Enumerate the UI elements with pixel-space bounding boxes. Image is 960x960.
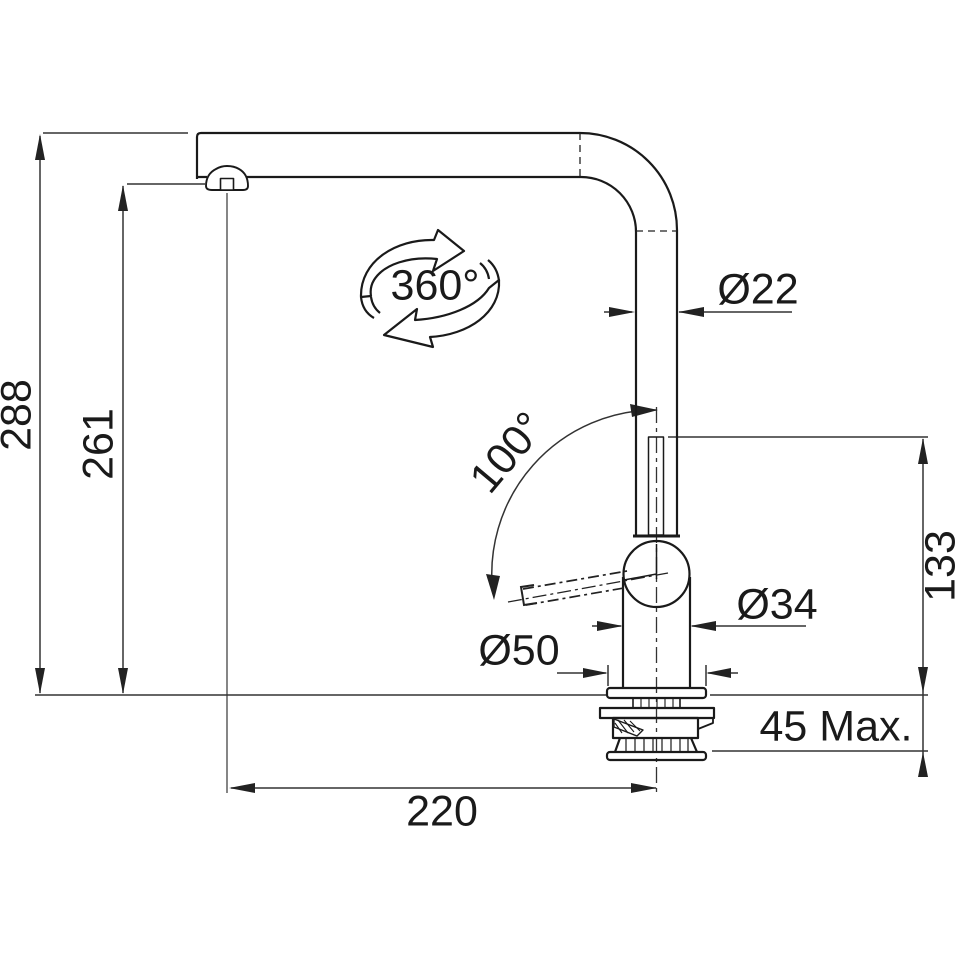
dim-total-height: 288 (0, 379, 41, 451)
dim-body-diameter: Ø34 (736, 580, 818, 629)
dimension-arrows (35, 134, 928, 793)
lever-phantom (507, 570, 669, 607)
tangent-dashed-lines (579, 133, 677, 232)
dim-spout-tube-diameter: Ø22 (717, 265, 799, 314)
dim-height-above-counter: 133 (916, 530, 960, 602)
dim-spout-height: 261 (74, 408, 123, 480)
dim-swivel-range: 360° (390, 261, 480, 310)
dim-max-counter-thickness: 45 Max. (759, 702, 913, 751)
dim-spout-reach: 220 (406, 787, 478, 836)
dim-base-diameter: Ø50 (478, 626, 560, 675)
rotation-symbol (359, 228, 501, 349)
faucet-outline (195, 131, 716, 762)
